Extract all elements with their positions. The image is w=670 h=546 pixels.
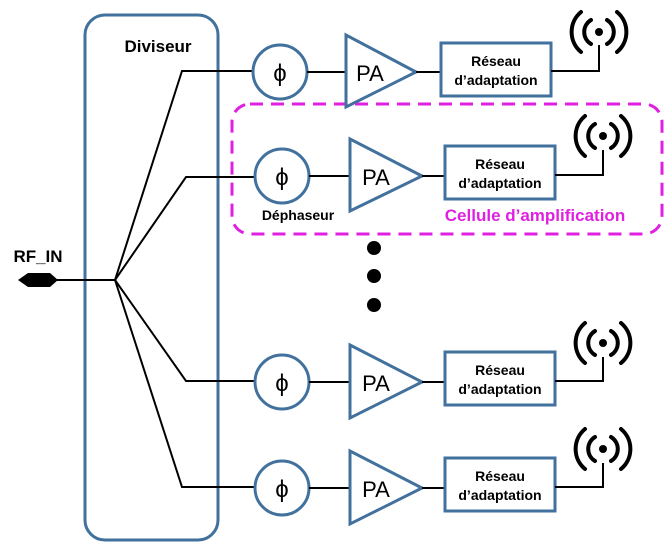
matching-network-box (443, 144, 557, 201)
matching-network-box (439, 41, 553, 98)
input-port-icon (18, 273, 58, 287)
wire-branch-3 (114, 279, 255, 382)
antenna-icon (573, 427, 633, 471)
vertical-ellipsis-dots (367, 241, 381, 312)
amplifier-label: PA (356, 61, 384, 86)
channel-2: ϕ PA Réseau d’adaptation (253, 114, 633, 214)
wire-branch-1 (114, 70, 255, 281)
antenna-icon (573, 321, 633, 365)
channel-4: ϕ PA Réseau d’adaptation (253, 427, 633, 527)
phase-symbol: ϕ (273, 60, 286, 87)
matching-label-line2: d’adaptation (458, 175, 541, 191)
wire-to-antenna (555, 150, 604, 176)
matching-label-line2: d’adaptation (454, 72, 537, 88)
antenna-icon (569, 10, 629, 54)
phase-symbol: ϕ (275, 476, 288, 503)
wire-branch-2 (114, 176, 255, 281)
amplification-cell-outline (230, 102, 664, 236)
matching-label-line1: Réseau (475, 156, 525, 172)
matching-label-line1: Réseau (475, 468, 525, 484)
wire-to-antenna (555, 357, 604, 382)
splitter-block (83, 13, 220, 542)
wire-branch-4 (114, 279, 255, 488)
wire-to-antenna (555, 463, 604, 488)
matching-label-line2: d’adaptation (458, 487, 541, 503)
matching-network-box (443, 350, 557, 407)
phase-shifter-label: Déphaseur (262, 207, 335, 223)
antenna-icon (573, 114, 633, 158)
amplifier-triangle (348, 136, 426, 214)
channel-1: ϕ PA Réseau d’adaptation (251, 10, 629, 110)
matching-label-line1: Réseau (475, 362, 525, 378)
amplifier-label: PA (362, 477, 390, 502)
phase-symbol: ϕ (275, 370, 288, 397)
wire-to-antenna (551, 45, 600, 72)
amplifier-label: PA (362, 165, 390, 190)
input-label: RF_IN (13, 247, 62, 266)
amplifier-triangle (344, 32, 420, 110)
fan-out-wires (114, 70, 255, 488)
matching-label-line1: Réseau (471, 53, 521, 69)
amplifier-triangle (348, 342, 426, 421)
splitter-label: Diviseur (124, 37, 191, 56)
amplification-cell-label: Cellule d’amplification (445, 206, 625, 225)
phase-symbol: ϕ (275, 164, 288, 191)
matching-network-box (443, 456, 557, 513)
amplifier-label: PA (362, 371, 390, 396)
channel-3: ϕ PA Réseau d’adaptation (253, 321, 633, 421)
amplifier-triangle (348, 448, 426, 527)
matching-label-line2: d’adaptation (458, 381, 541, 397)
